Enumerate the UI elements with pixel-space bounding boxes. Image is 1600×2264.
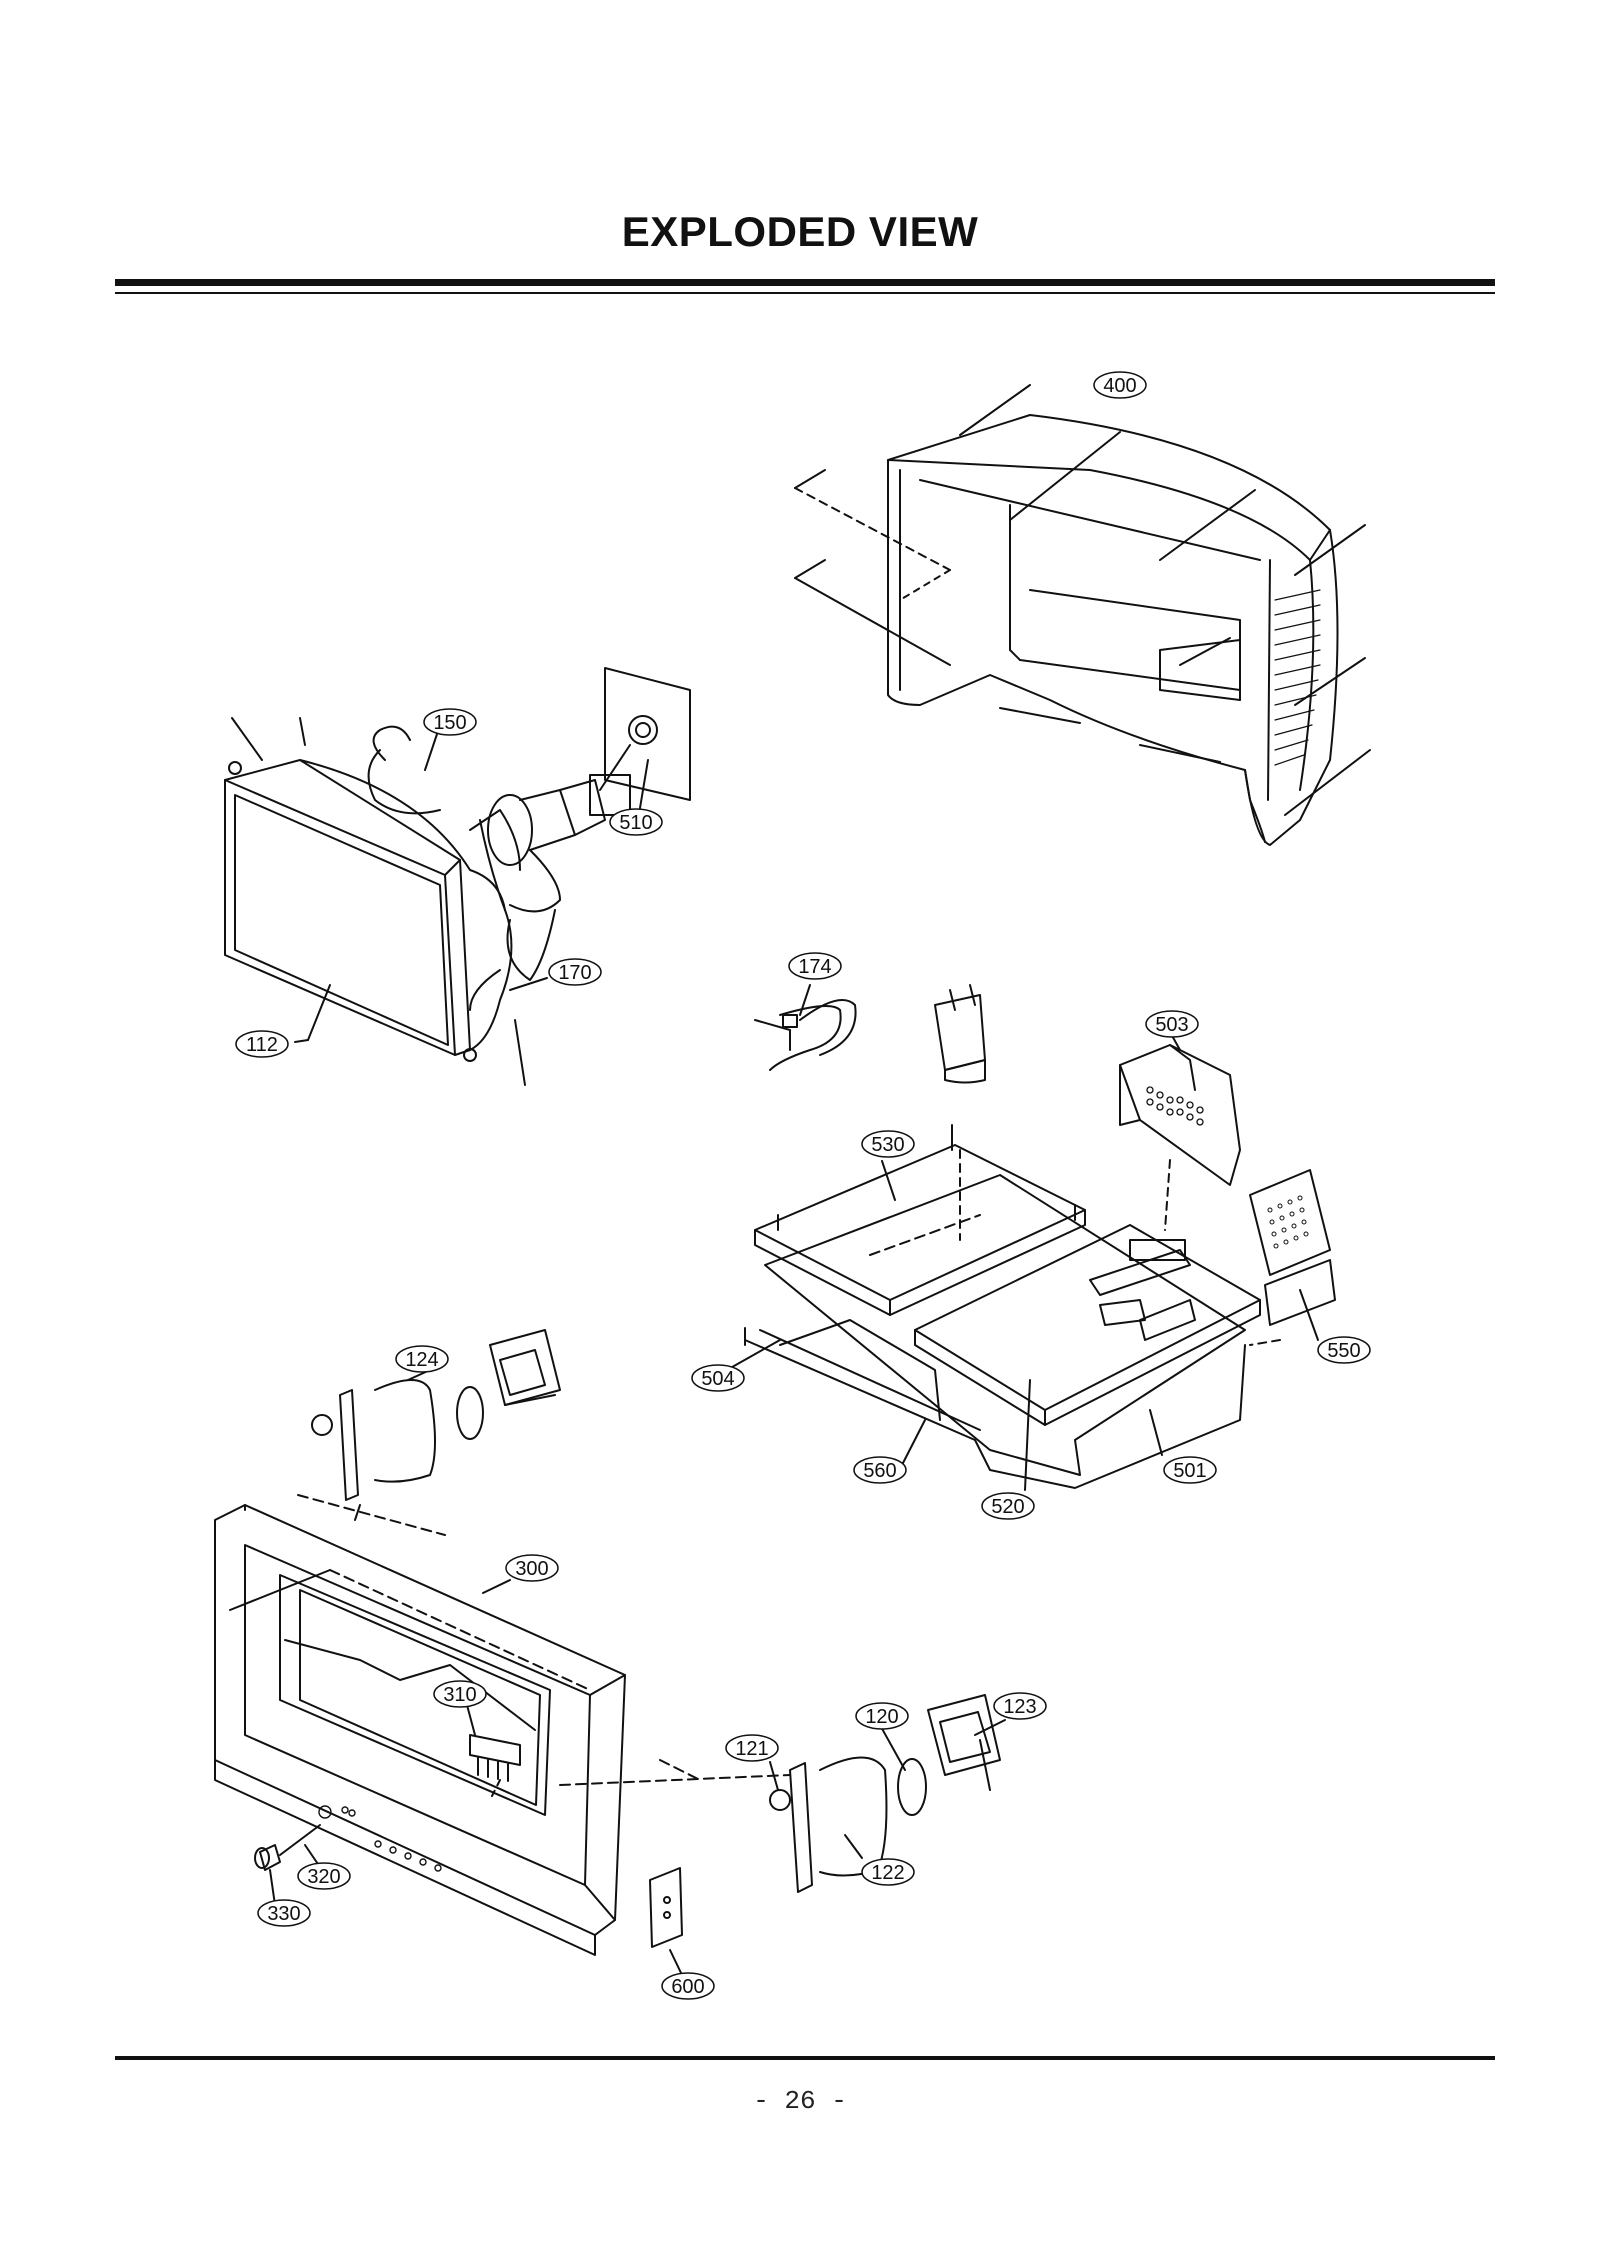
svg-text:520: 520 [991, 1496, 1024, 1518]
main-chassis-drawing [717, 1124, 1261, 1491]
svg-text:320: 320 [307, 1866, 340, 1888]
svg-text:530: 530 [871, 1134, 904, 1156]
svg-text:503: 503 [1155, 1014, 1188, 1036]
svg-text:400: 400 [1103, 375, 1136, 397]
flyback-transformer-drawing [934, 984, 986, 1084]
svg-text:122: 122 [871, 1862, 904, 1884]
callout-121: 121 [725, 1734, 779, 1762]
footer-rule [115, 2056, 1495, 2060]
svg-text:150: 150 [433, 712, 466, 734]
svg-text:310: 310 [443, 1684, 476, 1706]
back-cover-drawing [794, 384, 1371, 846]
callout-520: 520 [981, 1492, 1035, 1520]
callouts: 400 150 510 170 112 174 503 530 550 504 … [235, 371, 1371, 2000]
callout-530: 530 [861, 1130, 915, 1158]
svg-text:550: 550 [1327, 1340, 1360, 1362]
svg-text:330: 330 [267, 1903, 300, 1925]
callout-170: 170 [548, 958, 602, 986]
page-number: - 26 - [753, 2086, 847, 2116]
svg-text:300: 300 [515, 1558, 548, 1580]
callout-123: 123 [993, 1692, 1047, 1720]
callout-122: 122 [861, 1858, 915, 1886]
header-rule-thick [115, 279, 1495, 286]
svg-text:501: 501 [1173, 1460, 1206, 1482]
callout-400: 400 [1093, 371, 1147, 399]
svg-text:560: 560 [863, 1460, 896, 1482]
svg-text:600: 600 [671, 1976, 704, 1998]
callout-320: 320 [297, 1862, 351, 1890]
callout-112: 112 [235, 1030, 289, 1058]
callout-310: 310 [433, 1680, 487, 1708]
callout-550: 550 [1317, 1336, 1371, 1364]
right-speaker-drawing [559, 1694, 1006, 1893]
front-cabinet-drawing [214, 1504, 626, 1956]
svg-text:174: 174 [798, 956, 831, 978]
crt-tube-drawing [224, 717, 631, 1086]
svg-text:170: 170 [558, 962, 591, 984]
callout-300: 300 [505, 1554, 559, 1582]
callout-503: 503 [1145, 1010, 1199, 1038]
callout-510: 510 [609, 808, 663, 836]
callout-560: 560 [853, 1456, 907, 1484]
terminal-board-drawing [1119, 1013, 1336, 1346]
callout-501: 501 [1163, 1456, 1217, 1484]
callout-150: 150 [423, 708, 477, 736]
svg-text:121: 121 [735, 1738, 768, 1760]
svg-text:112: 112 [246, 1034, 278, 1056]
svg-text:510: 510 [619, 812, 652, 834]
page-title: EXPLODED VIEW [621, 208, 979, 255]
svg-text:123: 123 [1003, 1696, 1036, 1718]
svg-text:120: 120 [865, 1706, 898, 1728]
callout-124: 124 [395, 1345, 449, 1373]
svg-text:504: 504 [701, 1368, 734, 1390]
socket-board-drawing [599, 667, 691, 809]
power-cord-drawing [754, 984, 857, 1071]
callout-174: 174 [788, 952, 842, 980]
callout-120: 120 [855, 1702, 909, 1730]
callout-330: 330 [257, 1899, 311, 1927]
header-rule-thin [115, 292, 1495, 294]
small-bracket-drawing [649, 1867, 683, 1976]
left-speaker-drawing [297, 1329, 561, 1536]
svg-text:124: 124 [405, 1349, 438, 1371]
callout-600: 600 [661, 1972, 715, 2000]
callout-504: 504 [691, 1364, 745, 1392]
